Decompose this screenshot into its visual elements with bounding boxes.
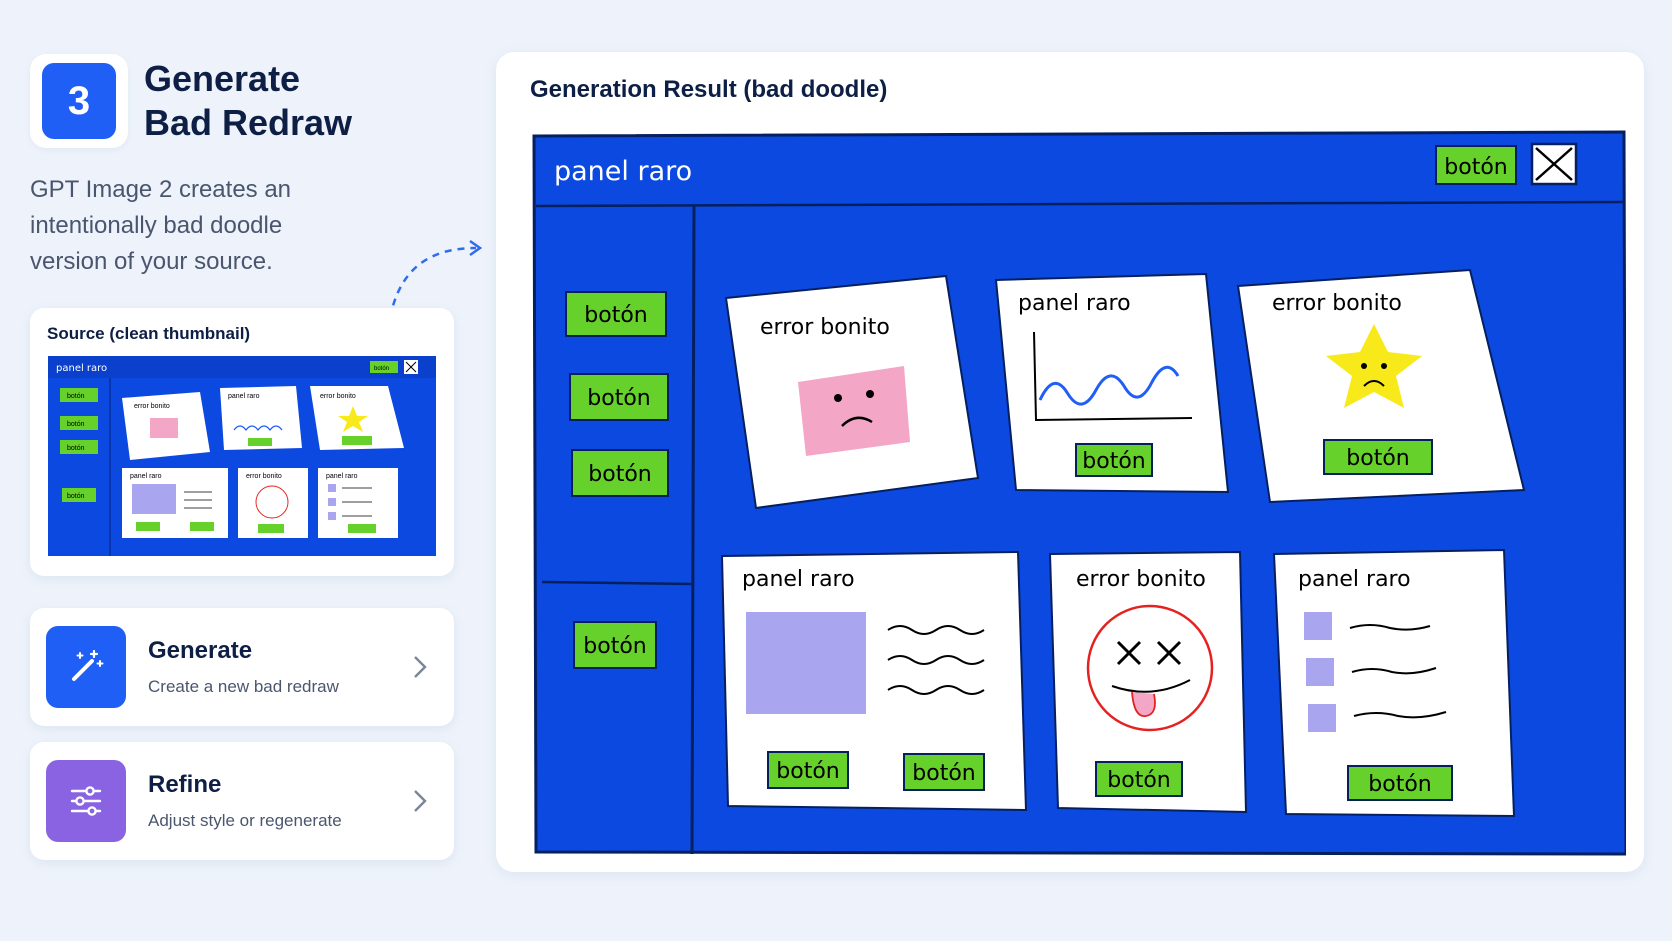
doodle-window-title: panel raro xyxy=(554,156,692,187)
thumb-card-6-title: panel raro xyxy=(326,473,358,480)
doodle-card-6-title: panel raro xyxy=(1298,567,1411,592)
doodle-card-4-title: panel raro xyxy=(742,567,855,592)
refine-action-subtitle: Adjust style or regenerate xyxy=(148,811,342,830)
generation-result-card: Generation Result (bad doodle) panel rar… xyxy=(496,52,1644,872)
refine-action-card[interactable]: Refine Adjust style or regenerate xyxy=(30,742,454,860)
doodle-card-1: error bonito xyxy=(724,274,980,510)
chevron-right-icon xyxy=(414,656,427,678)
thumb-side-button-4: botón xyxy=(67,493,85,500)
bad-doodle-image: panel raro botón botón botón botón botón… xyxy=(532,130,1626,856)
generate-action-subtitle: Create a new bad redraw xyxy=(148,677,339,696)
thumb-card-1-title: error bonito xyxy=(134,403,170,410)
doodle-card-5: error bonito botón xyxy=(1048,550,1248,814)
thumb-card-5-title: error bonito xyxy=(246,473,282,480)
doodle-sidebar-button-4: botón xyxy=(583,634,646,659)
thumb-card-3-title: error bonito xyxy=(320,393,356,400)
thumb-side-button-2: botón xyxy=(67,421,85,428)
step-badge-frame: 3 xyxy=(30,54,128,148)
doodle-card-1-title: error bonito xyxy=(760,315,890,340)
refine-action-title: Refine xyxy=(148,771,222,798)
doodle-card-4-button-2: botón xyxy=(912,761,975,786)
doodle-card-5-button: botón xyxy=(1107,768,1170,793)
doodle-card-3-title: error bonito xyxy=(1272,291,1402,316)
step-title-line1: Generate xyxy=(144,58,301,99)
doodle-card-2-button: botón xyxy=(1082,449,1145,474)
chevron-right-icon xyxy=(414,790,427,812)
step-header: 3 Generate Bad Redraw xyxy=(30,54,352,148)
thumb-card-4-title: panel raro xyxy=(130,473,162,480)
doodle-card-2-title: panel raro xyxy=(1018,291,1131,316)
doodle-card-6: panel raro botón xyxy=(1272,548,1516,818)
step-title: Generate Bad Redraw xyxy=(144,57,352,145)
generate-action-title: Generate xyxy=(148,637,253,664)
magic-wand-icon xyxy=(46,626,126,708)
generate-action-text: Generate Create a new bad redraw xyxy=(148,637,412,697)
doodle-card-3-button: botón xyxy=(1346,446,1409,471)
step-title-line2: Bad Redraw xyxy=(144,102,353,143)
doodle-card-4: panel raro botón botón xyxy=(720,550,1028,812)
doodle-sidebar-button-3: botón xyxy=(588,462,651,487)
thumb-card-2-title: panel raro xyxy=(228,393,260,400)
generation-result-title: Generation Result (bad doodle) xyxy=(530,76,888,103)
source-thumbnail-image: panel raro botón botón botón botón botón… xyxy=(48,356,436,556)
sliders-icon xyxy=(46,760,126,842)
doodle-card-3: error bonito botón xyxy=(1236,268,1526,504)
thumb-header-button: botón xyxy=(374,366,389,372)
thumb-panel-title: panel raro xyxy=(56,363,107,374)
thumb-side-button-1: botón xyxy=(67,393,85,400)
refine-action-text: Refine Adjust style or regenerate xyxy=(148,771,412,831)
source-thumbnail-label: Source (clean thumbnail) xyxy=(47,324,251,343)
source-thumbnail-card[interactable]: Source (clean thumbnail) panel raro botó… xyxy=(30,308,454,576)
doodle-card-5-title: error bonito xyxy=(1076,567,1206,592)
step-number-badge: 3 xyxy=(42,63,116,139)
doodle-sidebar-button-2: botón xyxy=(587,386,650,411)
doodle-card-4-button-1: botón xyxy=(776,759,839,784)
doodle-card-6-button: botón xyxy=(1368,772,1431,797)
doodle-header-button: botón xyxy=(1444,155,1507,180)
generate-action-card[interactable]: Generate Create a new bad redraw xyxy=(30,608,454,726)
step-description: GPT Image 2 creates an intentionally bad… xyxy=(30,176,292,275)
doodle-sidebar-button-1: botón xyxy=(584,303,647,328)
doodle-card-2: panel raro botón xyxy=(994,272,1230,494)
thumb-side-button-3: botón xyxy=(67,445,85,452)
